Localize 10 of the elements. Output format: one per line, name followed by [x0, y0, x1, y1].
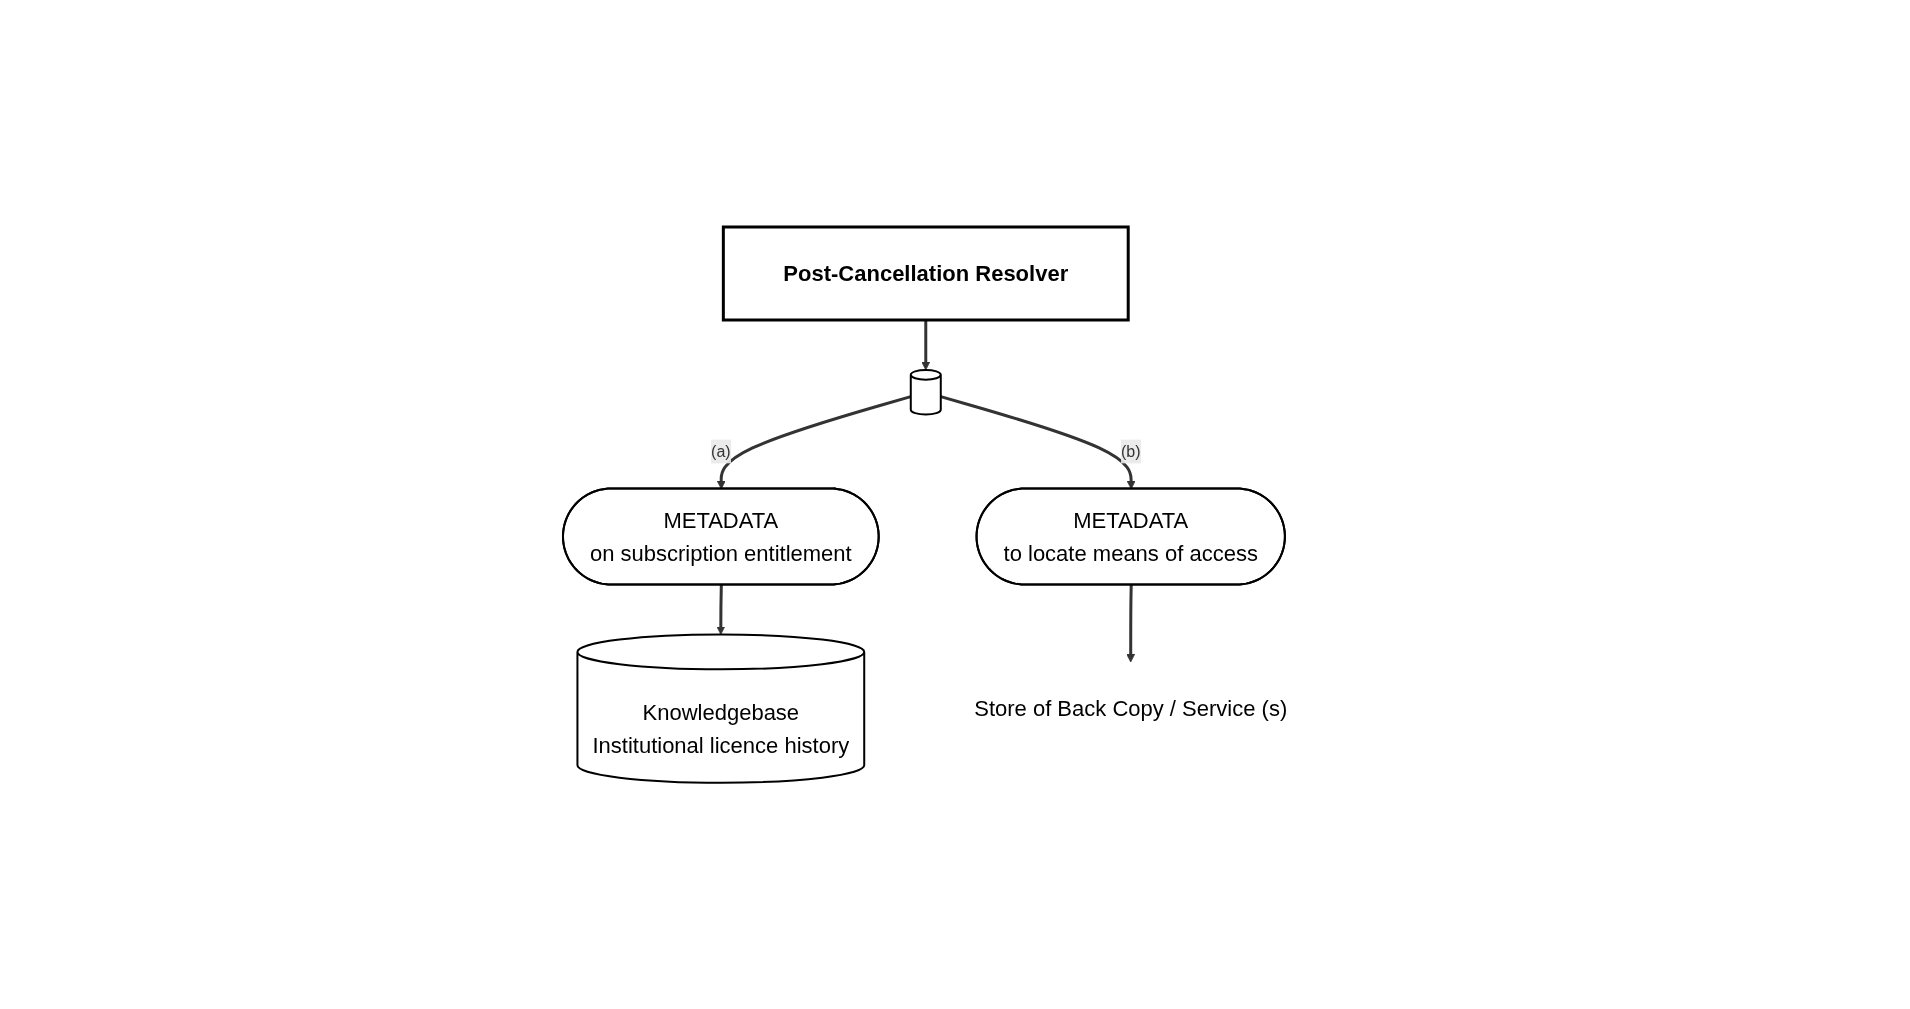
node-text: Store of Back Copy / Service (s)	[974, 695, 1288, 721]
edge-label: (a)	[710, 442, 731, 460]
arrow	[716, 584, 726, 635]
arrow	[1126, 584, 1135, 663]
arrow	[921, 319, 931, 370]
arrow	[940, 394, 1136, 490]
node-cylinder	[909, 368, 942, 416]
node-box: Post-Cancellation Resolver	[721, 225, 1130, 322]
arrow	[716, 394, 912, 490]
edge-label: (b)	[1120, 442, 1141, 460]
